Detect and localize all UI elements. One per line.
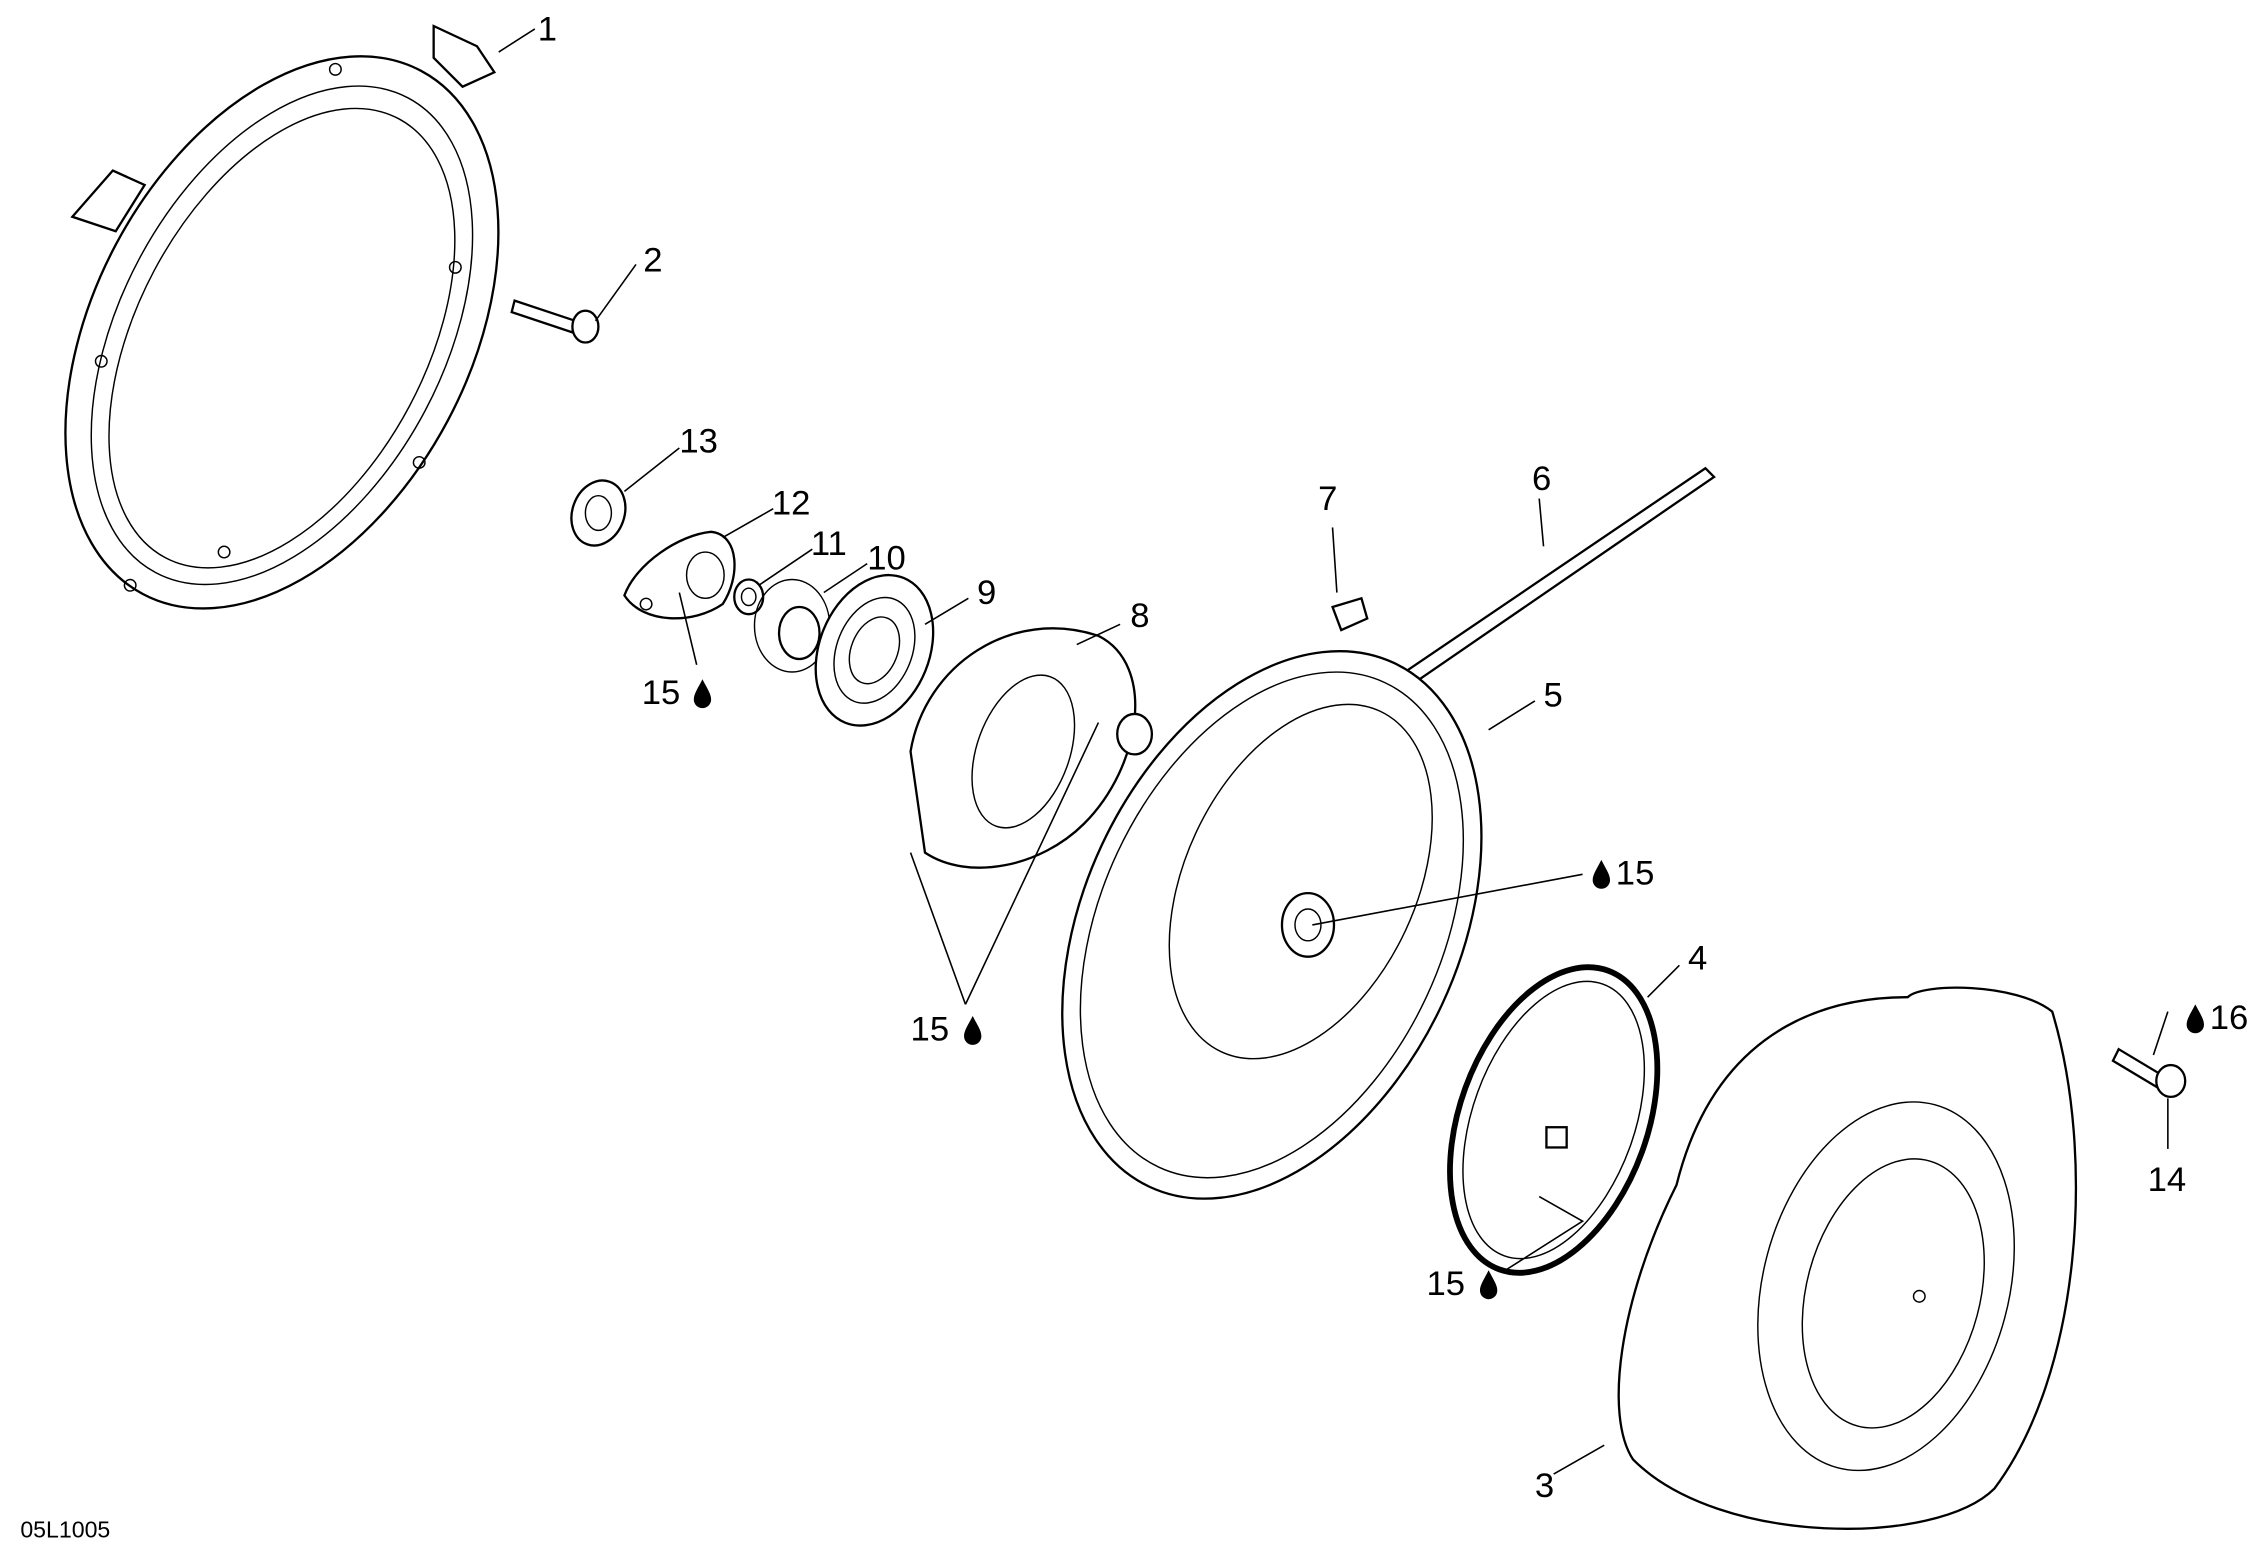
part-2-screw (510, 299, 600, 344)
oil-drop-icon (1592, 859, 1611, 889)
svg-text:15: 15 (911, 1011, 950, 1049)
callout-1: 1 (538, 10, 557, 48)
callout-15-lube-a: 15 (642, 674, 712, 712)
part-4-recoil-spring (1447, 964, 1661, 1276)
callout-10: 10 (867, 539, 906, 577)
callout-12: 12 (772, 484, 811, 522)
part-3-starter-cover (1617, 986, 2078, 1530)
svg-text:15: 15 (1426, 1265, 1465, 1303)
part-14-bolt (2111, 1047, 2187, 1099)
svg-text:15: 15 (1616, 854, 1655, 892)
diagram-code: 05L1005 (20, 1517, 110, 1543)
callout-5: 5 (1544, 677, 1563, 715)
part-5-pulley (1061, 650, 1483, 1200)
part-8-cam (909, 627, 1154, 869)
oil-drop-icon (693, 679, 712, 709)
callout-9: 9 (977, 574, 996, 612)
leader-lines (498, 28, 2169, 1475)
callout-11: 11 (811, 525, 847, 563)
part-12-plate (623, 530, 736, 620)
part-6-rope (1371, 466, 1716, 707)
callout-8: 8 (1130, 597, 1149, 635)
callout-3: 3 (1535, 1467, 1554, 1505)
part-1-housing-ring (64, 24, 500, 610)
callout-16-lube: 16 (2186, 999, 2249, 1037)
part-7-handle (1331, 596, 1369, 632)
callout-7: 7 (1318, 480, 1337, 518)
callout-14: 14 (2148, 1161, 2187, 1199)
callout-15-lube-c: 15 (911, 1011, 982, 1049)
callout-4: 4 (1688, 940, 1707, 978)
oil-drop-icon (1479, 1270, 1498, 1300)
callout-15-lube-b: 15 (1592, 854, 1655, 892)
callout-13: 13 (679, 422, 718, 460)
svg-text:16: 16 (2210, 999, 2249, 1037)
callout-6: 6 (1532, 460, 1551, 498)
part-9-spring-pawl (814, 573, 935, 727)
part-13-lock-washer (570, 479, 627, 547)
svg-text:15: 15 (642, 674, 681, 712)
callout-2: 2 (643, 242, 662, 280)
oil-drop-icon (2186, 1004, 2204, 1034)
callout-15-lube-d: 15 (1426, 1265, 1498, 1303)
oil-drop-icon (964, 1015, 982, 1045)
